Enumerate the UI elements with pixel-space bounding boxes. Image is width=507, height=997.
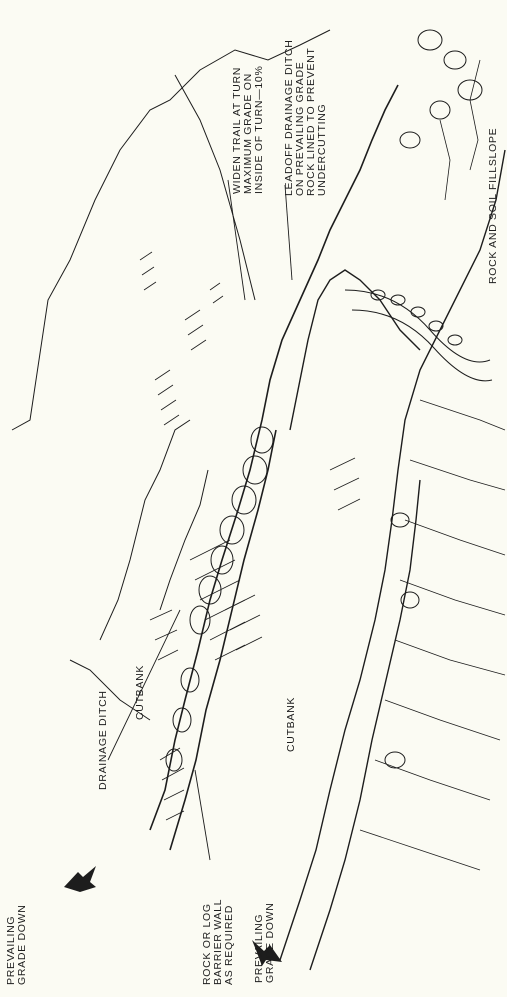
widen-trail-label: WIDEN TRAIL AT TURN MAXIMUM GRADE ON INS… <box>232 65 265 194</box>
prevailing-grade-label-bottom: PREVAILING GRADE DOWN <box>254 903 276 984</box>
trail-tread <box>280 150 505 970</box>
boulders <box>385 30 482 768</box>
fillslope-label: ROCK AND SOIL FILLSLOPE <box>488 128 499 284</box>
vegetation-clumps <box>140 252 223 425</box>
leadoff-ditch-label: LEADOFF DRAINAGE DITCH ON PREVAILING GRA… <box>284 39 328 196</box>
drainage-ditch-label: DRAINAGE DITCH <box>98 690 109 790</box>
barrier-wall-stones <box>166 427 273 771</box>
cutbank-label-lower: CUTBANK <box>286 697 297 752</box>
cutbank-hatching <box>150 458 360 820</box>
grade-arrow-top <box>64 866 96 892</box>
cutbank-label-upper: CUTBANK <box>135 665 146 720</box>
upper-trail-edge <box>150 85 398 850</box>
fillslope-strokes <box>360 60 505 870</box>
prevailing-grade-label-top: PREVAILING GRADE DOWN <box>6 905 28 986</box>
leader-lines <box>108 180 292 860</box>
barrier-wall-label: ROCK OR LOG BARRIER WALL AS REQUIRED <box>202 899 235 985</box>
leadoff-ditch <box>345 290 492 381</box>
